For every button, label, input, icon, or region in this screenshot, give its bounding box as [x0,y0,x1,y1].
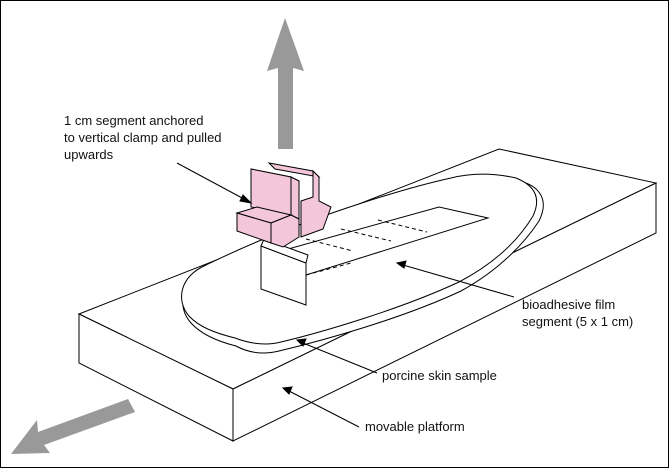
skin-outline-upper [181,173,538,345]
leader-film [402,264,515,298]
leader-clamp [176,162,245,200]
segment-side [260,238,309,264]
film-divider-3 [377,219,428,233]
leader-clamp-head [239,194,253,204]
platform-label: movable platform [365,419,465,434]
film-divider-2 [340,228,392,242]
leader-lines [176,162,515,428]
film-divider-4 [305,262,352,276]
platform-movement-arrow [11,399,135,454]
vertical-clamp [235,162,332,248]
leader-platform [288,390,360,428]
clamp-label-line1: 1 cm segment anchored [64,113,204,128]
platform-side-face [232,182,657,442]
leader-skin-head [295,338,307,347]
leader-film-head [395,260,407,269]
porcine-skin-sample [181,173,544,354]
film-divider-1 [305,238,354,252]
film-label-line2: segment (5 x 1 cm) [522,314,634,329]
clamp-jaw-back [300,169,332,238]
leader-skin [302,342,378,374]
clamp-jaw-front-side [290,176,300,220]
clamp-label-line3: upwards [64,147,114,162]
lifted-film-segment [260,238,309,306]
skin-label: porcine skin sample [382,368,497,383]
pull-up-arrow [267,18,304,149]
clamp-label-line2: to vertical clamp and pulled [64,130,222,145]
film-label-line1: bioadhesive film [522,297,616,312]
leader-platform-head [281,386,293,395]
clamp-foot-side [270,214,300,248]
